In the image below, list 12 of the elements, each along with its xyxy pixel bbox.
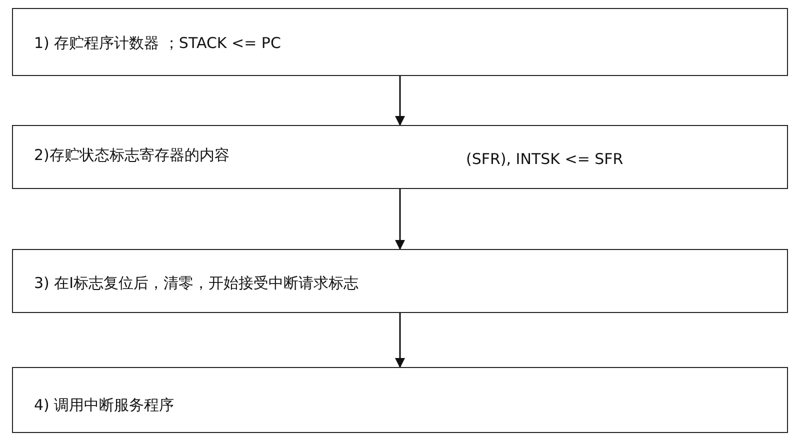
process-box <box>12 125 788 189</box>
process-box <box>12 8 788 76</box>
step-text: (SFR), INTSK <= SFR <box>466 150 624 168</box>
process-box <box>12 367 788 433</box>
process-box <box>12 249 788 313</box>
step-text: 2)存贮状态标志寄存器的内容 <box>34 146 230 164</box>
step-text: 3) 在I标志复位后，清零，开始接受中断请求标志 <box>34 274 359 292</box>
step-text: 1) 存贮程序计数器 ；STACK <= PC <box>34 34 281 52</box>
arrow <box>395 313 405 368</box>
step-text: 4) 调用中断服务程序 <box>34 396 174 414</box>
arrow <box>395 76 405 126</box>
arrow <box>395 189 405 250</box>
